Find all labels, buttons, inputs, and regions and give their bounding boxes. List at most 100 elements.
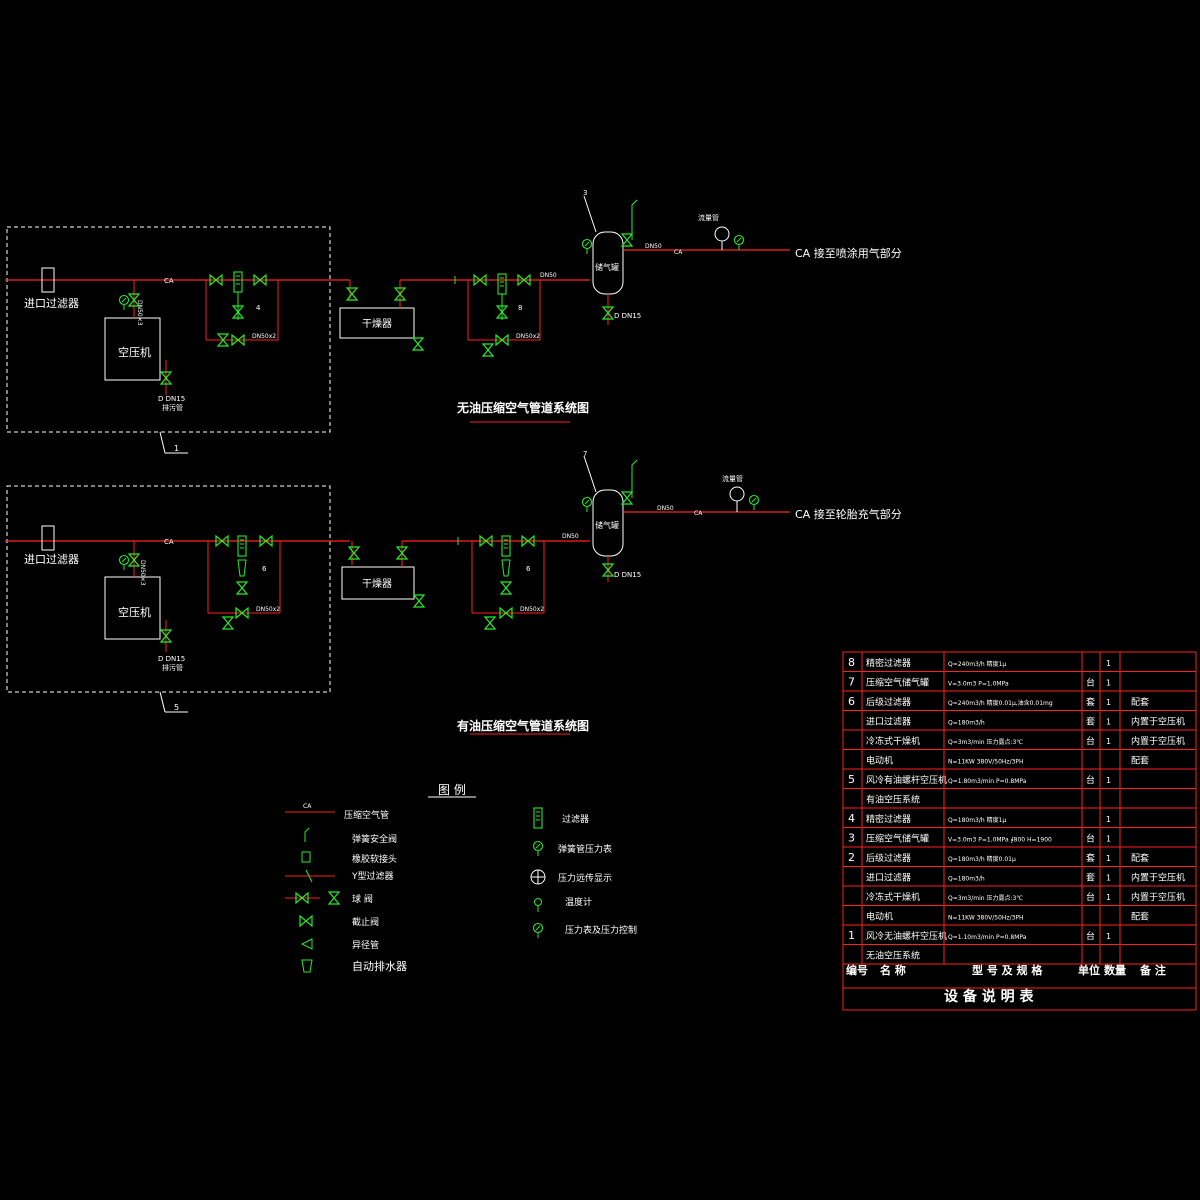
legend-item-thermometer: 温度计 xyxy=(565,896,592,908)
system1-filter-b-icon xyxy=(497,273,507,295)
system2-inlet-filter-label: 进口过滤器 xyxy=(24,553,79,566)
table-header-name: 名 称 xyxy=(880,963,906,977)
table-cell-spec: V=3.0m3 P=1.0MPa xyxy=(948,681,1009,688)
legend-item-remote-gauge: 压力远传显示 xyxy=(558,872,612,884)
system1-flow-meter-label: 流量管 xyxy=(698,213,719,222)
system2-filter-b-icon xyxy=(501,535,511,557)
table-cell-no: 3 xyxy=(848,832,855,845)
system1-frame-leader xyxy=(159,431,166,454)
table-cell-name: 风冷无油螺杆空压机 xyxy=(866,930,947,942)
legend-item-joint: 橡胶软接头 xyxy=(352,853,397,865)
table-cell-no: 4 xyxy=(848,812,855,825)
table-cell-name: 后级过滤器 xyxy=(866,696,911,708)
system1-filter-b-tag: 8 xyxy=(518,304,522,312)
system2-station-frame xyxy=(6,485,331,693)
table-header-no: 编号 xyxy=(846,963,868,977)
table-cell-unit: 台 xyxy=(1086,930,1095,942)
legend-pressure-switch-icon xyxy=(532,922,544,939)
system2-dryer-box xyxy=(341,566,415,600)
system1-frame-tag: 1 xyxy=(174,444,179,453)
table-cell-name: 进口过滤器 xyxy=(866,872,911,884)
system1-filter-a-icon xyxy=(233,271,243,293)
system2-flow-meter-label: 流量管 xyxy=(722,474,743,483)
table-cell-note: 配套 xyxy=(1131,755,1149,767)
table-cell-spec: Q=180m3/h xyxy=(948,720,985,727)
system1-inlet-filter-label: 进口过滤器 xyxy=(24,297,79,310)
table-cell-no: 7 xyxy=(848,676,855,689)
system1-inlet-filter-box xyxy=(41,267,55,293)
system1-outlet-size: DN50 xyxy=(645,243,662,250)
system1-dryer-drain-icon xyxy=(412,337,424,351)
table-cell-spec: Q=180m3/h xyxy=(948,876,985,883)
table-header-spec: 型 号 及 规 格 xyxy=(972,963,1043,977)
table-cell-spec: Q=1.80m3/min P=0.8MPa xyxy=(948,778,1027,785)
table-cell-note: 内置于空压机 xyxy=(1131,735,1185,747)
system2-filter-a-drain-icon xyxy=(236,581,248,595)
system1-pipe-code: CA xyxy=(164,277,174,285)
table-cell-spec: Q=240m3/h 精度0.01μ,油含0.01mg xyxy=(948,699,1053,707)
system2-bypass-size-a: DN50x2 xyxy=(256,606,280,613)
legend-item-filter: 过滤器 xyxy=(562,813,589,825)
system1-diagram: 1 进口过滤器 CA 空压机 DN50×3 D DN15 排污管 4 DN50x… xyxy=(5,189,902,454)
table-cell-unit: 台 xyxy=(1086,735,1095,747)
table-cell-spec: N=11KW 380V/50Hz/3PH xyxy=(948,759,1024,766)
system2-pipe-size-v: DN50×3 xyxy=(139,560,146,586)
legend-item-auto-drain: 自动排水器 xyxy=(352,959,407,973)
system2-filter-a-icon xyxy=(237,535,247,557)
legend-item-spring-gauge: 弹簧管压力表 xyxy=(558,843,612,855)
system1-outlet-label: CA 接至喷涂用气部分 xyxy=(795,246,902,260)
system2-tank-label: 储气罐 xyxy=(595,520,619,530)
system1-title: 无油压缩空气管道系统图 xyxy=(456,400,589,415)
table-cell-name: 风冷有油螺杆空压机 xyxy=(866,774,947,786)
system2-drain-label: D DN15 xyxy=(158,655,185,663)
table-cell-qty: 1 xyxy=(1106,893,1111,902)
table-cell-unit: 套 xyxy=(1086,716,1095,728)
table-cell-unit: 台 xyxy=(1086,677,1095,689)
table-cell-qty: 1 xyxy=(1106,659,1111,668)
legend-safety-valve-icon xyxy=(304,827,310,842)
legend: 图 例 CA 压缩空气管 弹簧安全阀 橡胶软接头 Y型过滤器 球 阀 截止阀 异… xyxy=(285,783,637,973)
system2-outlet-label: CA 接至轮胎充气部分 xyxy=(795,507,902,521)
table-cell-note: 内置于空压机 xyxy=(1131,891,1185,903)
legend-item-ball-valve: 球 阀 xyxy=(352,893,373,905)
table-cell-unit: 台 xyxy=(1086,774,1095,786)
system1-flow-meter-icon xyxy=(714,226,730,242)
legend-reducer-icon xyxy=(300,938,313,950)
table-cell-no: 5 xyxy=(848,773,855,786)
system2-inlet-filter-box xyxy=(41,525,55,551)
table-cell-unit: 台 xyxy=(1086,833,1095,845)
table-cell-no: 8 xyxy=(848,656,855,669)
system1-filter-a-tag: 4 xyxy=(256,304,261,312)
table-cell-name: 压缩空气储气罐 xyxy=(866,677,929,689)
system1-tank-label: 储气罐 xyxy=(595,262,619,272)
legend-spring-gauge-icon xyxy=(532,840,544,857)
system2-gauge-icon xyxy=(118,554,130,571)
system1-drain-pipe-label: 排污管 xyxy=(162,403,183,412)
system2-auto-drain-a-icon xyxy=(237,559,247,577)
table-cell-note: 配套 xyxy=(1131,852,1149,864)
table-cell-spec: Q=240m3/h 精度1μ xyxy=(948,660,1006,668)
table-cell-note: 配套 xyxy=(1131,696,1149,708)
legend-item-y-filter: Y型过滤器 xyxy=(351,870,394,882)
table-title: 设 备 说 明 表 xyxy=(944,988,1034,1005)
legend-item-stop-valve: 截止阀 xyxy=(352,916,379,928)
system2-dryer-drain-icon xyxy=(413,594,425,608)
legend-item-pipe: 压缩空气管 xyxy=(344,809,389,821)
table-cell-name: 电动机 xyxy=(866,911,893,923)
table-cell-spec: N=11KW 380V/50Hz/3PH xyxy=(948,915,1024,922)
system1-drain-label: D DN15 xyxy=(158,395,185,403)
table-cell-name: 无油空压系统 xyxy=(866,950,920,962)
table-cell-no: 6 xyxy=(848,695,855,708)
table-cell-name: 电动机 xyxy=(866,755,893,767)
system1-tank-valve-icon xyxy=(621,233,633,247)
table-cell-no: 1 xyxy=(848,929,855,942)
system2-filter-a-tag: 6 xyxy=(262,565,267,573)
system1-compressor-box xyxy=(104,317,161,381)
system1-tank-gauge-icon xyxy=(581,238,593,255)
table-cell-qty: 1 xyxy=(1106,815,1111,824)
table-cell-name: 冷冻式干燥机 xyxy=(866,735,920,747)
table-cell-name: 进口过滤器 xyxy=(866,716,911,728)
system2-auto-drain-b-icon xyxy=(501,559,511,577)
system1-safety-valve-out-icon xyxy=(631,199,638,240)
